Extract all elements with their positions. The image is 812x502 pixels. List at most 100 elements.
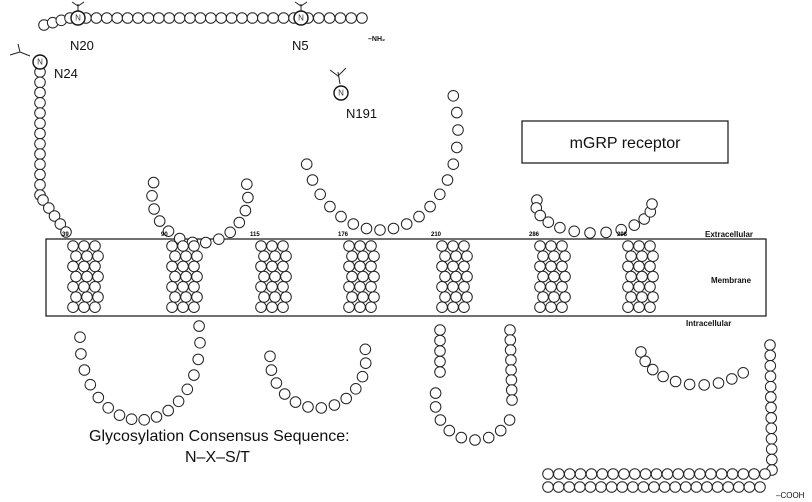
residue-bead (43, 202, 55, 214)
residue-bead (233, 216, 246, 229)
helix-residue (447, 301, 459, 314)
residue-bead (334, 12, 347, 24)
helix-residue (636, 250, 648, 263)
helix-residue (188, 281, 200, 293)
helix-residue (636, 270, 648, 283)
helix-residue (548, 250, 560, 263)
helix-residue (625, 291, 637, 303)
residue-bead (172, 395, 185, 408)
residue-bead (328, 399, 341, 411)
helix-residue (191, 250, 203, 263)
residue-bead (188, 369, 200, 381)
residue-bead (646, 363, 659, 376)
residue-bead (715, 468, 728, 480)
residue-bead (213, 233, 225, 245)
intracellular-label: Intracellular (686, 319, 731, 328)
helix-residue (622, 281, 634, 293)
helix-residue (255, 260, 267, 273)
residue-bead (635, 346, 647, 358)
helix-residue (81, 291, 93, 303)
helix-residue (354, 240, 366, 252)
helix-residue (266, 281, 278, 293)
helix-residue (78, 240, 90, 252)
residue-bead (764, 380, 777, 393)
helix-residue (357, 291, 369, 303)
glycosylation-site-n5: N N5 (292, 1, 309, 53)
helix-residue (461, 291, 473, 303)
helix-residue (280, 291, 292, 303)
helix-residue (70, 270, 82, 283)
helix-residue (436, 301, 448, 314)
residue-bead (121, 12, 134, 24)
residue-bead (359, 357, 372, 370)
residue-bead (748, 468, 760, 480)
helix-start-number: 210 (431, 232, 442, 238)
helix-residue (633, 301, 645, 314)
residue-bead (193, 320, 205, 332)
helix-residue (269, 250, 281, 263)
residue-bead (726, 468, 739, 480)
residue-bead (584, 481, 597, 493)
helix-residue (365, 260, 377, 273)
residue-bead (542, 468, 554, 480)
residue-bead (302, 401, 314, 413)
helix-residue (548, 270, 560, 283)
residue-bead (306, 174, 319, 186)
helix-residue (534, 301, 546, 314)
residue-bead (669, 375, 682, 388)
residue-bead (270, 377, 283, 389)
residue-bead (300, 158, 313, 170)
residue-bead (722, 481, 735, 493)
residue-bead (764, 360, 777, 372)
residue-bead (764, 339, 776, 351)
residue-bead (743, 481, 756, 493)
helix-residue (266, 301, 278, 314)
helix-residue (92, 291, 104, 303)
residue-bead (482, 431, 495, 444)
helix-residue (81, 270, 93, 283)
site-label-n20: N20 (70, 38, 94, 53)
residue-bead (84, 378, 97, 391)
membrane-label: Membrane (711, 276, 752, 285)
helix-residue (458, 301, 470, 314)
residue-bead (726, 373, 738, 385)
residue-bead (54, 218, 67, 230)
helix-residue (354, 260, 366, 273)
helix-residue (89, 260, 101, 273)
helix-residue (556, 240, 568, 252)
helix-residue (534, 260, 546, 273)
helix-residue (188, 301, 200, 314)
carboxyl-terminus-label: –COOH (776, 491, 805, 500)
residue-bead (759, 468, 771, 480)
residue-bead (669, 481, 682, 493)
residue-bead (600, 226, 612, 239)
helix-residue (188, 240, 200, 252)
residue-bead (765, 412, 778, 424)
helix-residue (266, 240, 278, 252)
helix-residue (622, 301, 634, 314)
residue-bead (359, 343, 372, 356)
helix-residue (450, 250, 462, 263)
amino-terminus-label: –NH₂ (368, 36, 385, 43)
residue-bead (585, 468, 598, 480)
residue-bead (163, 12, 175, 24)
helix-residue (166, 240, 178, 252)
helix-residue (545, 301, 557, 314)
residue-bead (452, 124, 464, 136)
residue-bead (765, 391, 777, 403)
residue-bead (542, 216, 555, 228)
residue-bead (340, 392, 353, 405)
helix-residue (368, 250, 380, 263)
helix-residue (354, 301, 366, 314)
residue-bead (683, 468, 695, 480)
helix-residue (78, 281, 90, 293)
residue-bead (505, 374, 518, 386)
helix-residue (625, 250, 637, 263)
residue-bead (162, 404, 174, 417)
helix-residue (89, 301, 101, 314)
helix-residue (67, 240, 79, 252)
helix-residue (67, 301, 79, 314)
residue-bead (701, 481, 713, 493)
residue-bead (553, 468, 565, 480)
helix-residue (180, 270, 192, 283)
